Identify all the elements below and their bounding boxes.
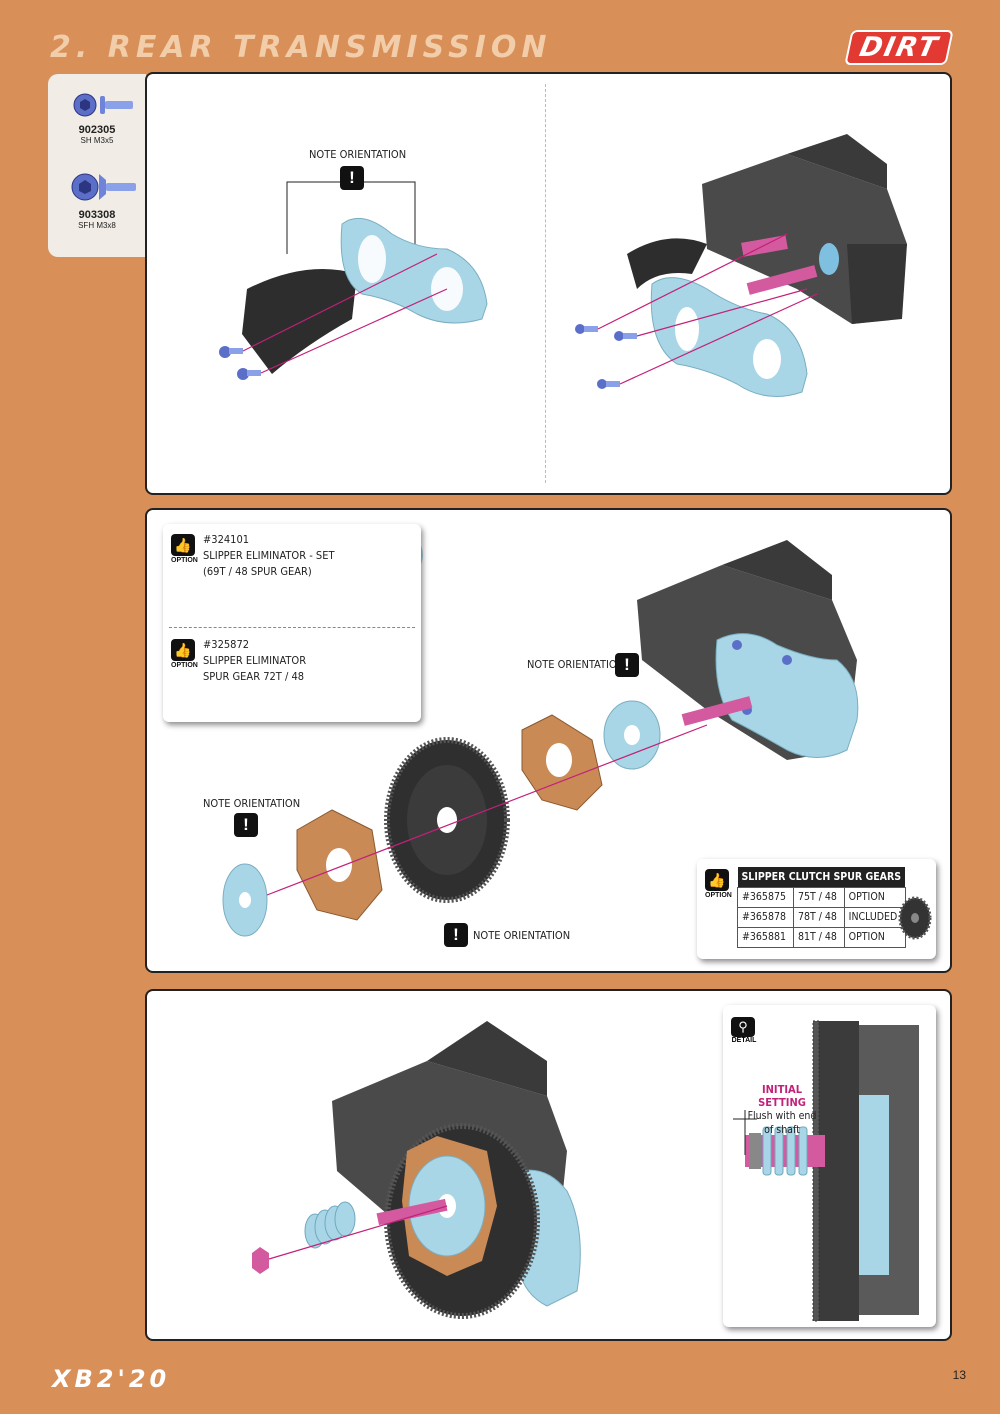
option-description: SLIPPER ELIMINATOR: [203, 654, 307, 667]
gear-size: 75T / 48: [792, 886, 845, 908]
detail-box: ⚲ DETAIL INITIAL SETTING Flush with end …: [723, 1005, 936, 1327]
warning-icon: !: [234, 813, 258, 837]
detail-text: Flush with end: [747, 1110, 817, 1122]
step-panel-2: 👍 OPTION #324101 SLIPPER ELIMINATOR - SE…: [145, 508, 952, 973]
note-orientation-label: NOTE ORIENTATION: [203, 797, 301, 810]
detail-caption: INITIAL SETTING Flush with end of shaft: [737, 1083, 827, 1137]
hardware-sidebar: 902305 SH M3x5 903308 SFH M3x8: [48, 74, 146, 257]
screw-1: 902305 SH M3x5: [48, 124, 146, 145]
option-thumbs-up-icon: 👍 OPTION: [171, 534, 198, 564]
spur-gear-table-box: 👍 OPTION SLIPPER CLUTCH SPUR GEARS #3658…: [697, 859, 936, 959]
option-description: SPUR GEAR 72T / 48: [203, 670, 305, 683]
note-orientation-label: NOTE ORIENTATION: [473, 929, 571, 942]
step-panel-1: NOTE ORIENTATION !: [145, 72, 952, 495]
note-orientation-label: NOTE ORIENTATION: [309, 148, 407, 161]
page-number: 13: [952, 1368, 966, 1382]
detail-label: DETAIL: [731, 1037, 757, 1044]
option-item-1: #324101 SLIPPER ELIMINATOR - SET (69T / …: [203, 532, 335, 580]
option-thumbs-up-icon: 👍 OPTION: [171, 639, 198, 669]
option-label: OPTION: [171, 662, 198, 669]
note-orientation-label: NOTE ORIENTATION: [527, 658, 625, 671]
screw-icons: [71, 93, 136, 201]
option-box: 👍 OPTION #324101 SLIPPER ELIMINATOR - SE…: [163, 524, 421, 722]
step-panel-3: ⚲ DETAIL INITIAL SETTING Flush with end …: [145, 989, 952, 1341]
spur-gear-thumbnail: [898, 896, 932, 940]
option-thumbs-up-icon: 👍 OPTION: [705, 869, 732, 899]
screw-2: 903308 SFH M3x8: [48, 209, 146, 230]
option-part-number: #325872: [203, 638, 250, 651]
screw-code: 902305: [78, 124, 116, 136]
gear-status: OPTION: [843, 886, 906, 908]
detail-text: of shaft: [764, 1124, 800, 1136]
option-label: OPTION: [171, 557, 198, 564]
table-row: #365878 78T / 48 INCLUDED: [737, 906, 906, 928]
option-label: OPTION: [705, 892, 732, 899]
gear-size: 78T / 48: [792, 906, 845, 928]
option-divider: [169, 627, 415, 628]
gear-status: INCLUDED: [843, 906, 906, 928]
screw-size: SH M3x5: [80, 136, 114, 145]
part-number: #365875: [737, 886, 794, 908]
screw-size: SFH M3x8: [78, 221, 116, 230]
spur-gear-table: SLIPPER CLUTCH SPUR GEARS #365875 75T / …: [737, 867, 906, 948]
warning-icon: !: [444, 923, 468, 947]
warning-icon: !: [615, 653, 639, 677]
step3-illustration: [252, 1021, 581, 1319]
panel-divider: [545, 84, 546, 483]
detail-magnifier-icon: ⚲ DETAIL: [731, 1017, 757, 1044]
part-number: #365878: [737, 906, 794, 928]
part-number: #365881: [737, 926, 794, 948]
step1-illustration: [219, 134, 907, 397]
step2-illustration: [222, 532, 859, 937]
option-part-number: #324101: [203, 533, 250, 546]
screw-code: 903308: [78, 209, 116, 221]
page-title: 2. REAR TRANSMISSION: [50, 30, 552, 65]
detail-title: INITIAL SETTING: [758, 1083, 806, 1109]
table-title: SLIPPER CLUTCH SPUR GEARS: [737, 867, 906, 887]
option-description: (69T / 48 SPUR GEAR): [203, 565, 312, 578]
option-description: SLIPPER ELIMINATOR - SET: [203, 549, 335, 562]
warning-icon: !: [340, 166, 364, 190]
brand-logo: DIRT: [846, 32, 952, 63]
option-item-2: #325872 SLIPPER ELIMINATOR SPUR GEAR 72T…: [203, 637, 306, 685]
table-row: #365881 81T / 48 OPTION: [737, 926, 906, 948]
gear-size: 81T / 48: [792, 926, 845, 948]
detail-illustration: [733, 1020, 919, 1322]
gear-status: OPTION: [843, 926, 906, 948]
model-logo: XB2'20: [52, 1365, 171, 1393]
table-row: #365875 75T / 48 OPTION: [737, 886, 906, 908]
